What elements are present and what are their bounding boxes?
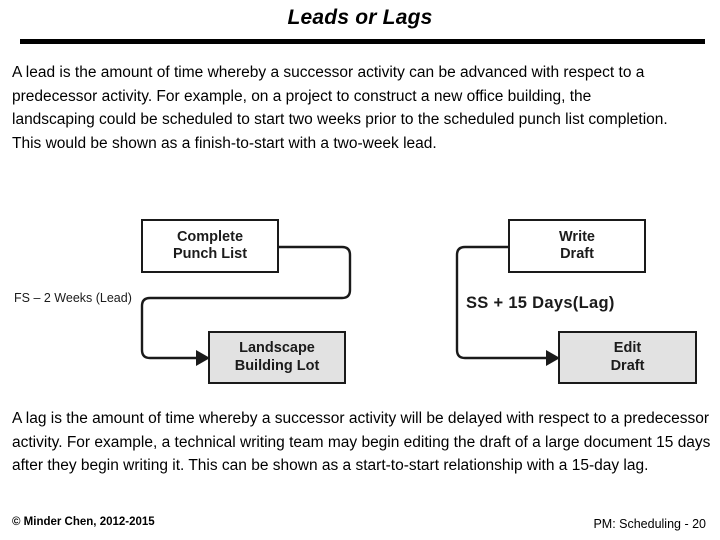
lead-definition-paragraph: A lead is the amount of time whereby a s…: [12, 64, 668, 152]
node-label-line-1: Landscape: [239, 340, 315, 356]
node-label-line-1: Edit: [613, 340, 642, 356]
page-title: Leads or Lags: [287, 6, 433, 29]
footer-copyright: © Minder Chen, 2012-2015: [12, 516, 155, 528]
arrowhead-lag: [546, 350, 560, 366]
node-label-line-2: Building Lot: [234, 357, 320, 374]
arrowhead-lead: [196, 350, 210, 366]
node-label-line-2: Draft: [610, 357, 645, 374]
leads-and-lags-diagram: Complete Punch List Landscape Building L…: [0, 200, 720, 400]
edge-label-finish-to-start-lead: FS – 2 Weeks (Lead): [14, 291, 132, 305]
node-label-line-1: Complete: [176, 228, 244, 245]
node-label-line-2: Draft: [560, 246, 594, 262]
edge-label-start-to-start-lag: SS + 15 Days(Lag): [466, 294, 615, 312]
connector-layer: [140, 245, 560, 366]
node-complete-punch-list[interactable]: Complete Punch List: [141, 219, 279, 273]
lag-definition-paragraph: A lag is the amount of time whereby a su…: [12, 410, 711, 474]
title-divider: [20, 39, 705, 44]
node-edit-draft[interactable]: Edit Draft: [558, 331, 697, 384]
node-landscape-building-lot[interactable]: Landscape Building Lot: [208, 331, 346, 384]
node-label-line-2: Punch List: [172, 246, 248, 262]
node-write-draft[interactable]: Write Draft: [508, 219, 646, 273]
connector-lead-path: [140, 245, 352, 360]
connector-lag-path: [455, 245, 546, 360]
node-label-line-1: Write: [559, 228, 595, 245]
footer-page-label: PM: Scheduling - 20: [593, 517, 706, 531]
